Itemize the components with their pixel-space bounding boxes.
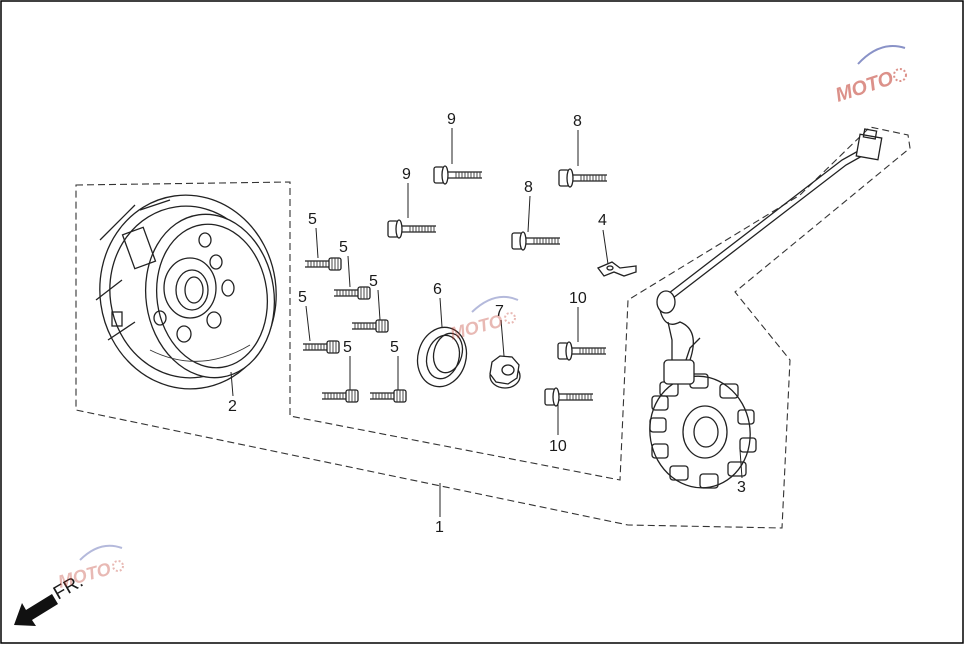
watermark-text: MOTO: [833, 67, 897, 106]
wire-clamp[interactable]: [596, 261, 637, 277]
bolt-8b[interactable]: [511, 231, 561, 251]
callout-3: 3: [737, 479, 746, 496]
callout-8a: 8: [573, 113, 582, 130]
watermark-gear-icon: [893, 68, 907, 82]
bolt-10b[interactable]: [544, 387, 594, 407]
wire-harness: [656, 128, 883, 361]
callout-9a: 9: [447, 111, 456, 128]
assembly-dashed-outline: [75, 126, 911, 529]
flywheel-rotor[interactable]: [87, 184, 288, 401]
connector-plug: [855, 128, 883, 161]
callout-7: 7: [495, 303, 504, 320]
stator-coil[interactable]: [641, 321, 759, 496]
callout-6: 6: [433, 281, 442, 298]
callout-5d: 5: [298, 289, 307, 306]
callout-5c: 5: [369, 273, 378, 290]
bolt-9b[interactable]: [387, 219, 437, 239]
bolt-5f[interactable]: [369, 389, 407, 403]
callout-1: 1: [435, 519, 444, 536]
watermark-top-right: MOTO: [833, 45, 907, 107]
watermark-swoosh-icon: [857, 45, 906, 65]
bolt-10a[interactable]: [557, 341, 607, 361]
callout-2: 2: [228, 398, 237, 415]
bolt-8a[interactable]: [558, 168, 608, 188]
leader-lines: [230, 128, 743, 517]
watermark-swoosh-icon: [471, 296, 519, 313]
watermark-gear-icon: [504, 312, 516, 324]
watermark-center: MOTO: [448, 296, 519, 344]
callout-10b: 10: [549, 438, 567, 455]
watermark-swoosh-icon: [79, 544, 123, 561]
oil-seal[interactable]: [411, 322, 473, 392]
watermark-text: MOTO: [448, 311, 505, 344]
bolt-5e[interactable]: [321, 389, 359, 403]
callout-labels: 1 2 3 4 5 5 5 5 5 5 6 7 8 8 9 9 10 10: [228, 111, 746, 536]
callout-10a: 10: [569, 290, 587, 307]
callout-9b: 9: [402, 166, 411, 183]
callout-5e: 5: [343, 339, 352, 356]
flange-nut[interactable]: [489, 355, 521, 389]
bolt-5a[interactable]: [304, 257, 342, 271]
bolt-5d[interactable]: [302, 340, 340, 354]
bolt-9a[interactable]: [433, 165, 483, 185]
callout-5b: 5: [339, 239, 348, 256]
watermark-gear-icon: [112, 560, 124, 572]
callout-5a: 5: [308, 211, 317, 228]
callout-4: 4: [598, 212, 607, 229]
callout-8b: 8: [524, 179, 533, 196]
callout-5f: 5: [390, 339, 399, 356]
bolt-5c[interactable]: [351, 319, 389, 333]
front-arrow-icon: [14, 594, 58, 626]
watermark-bottom-left: MOTO: [56, 544, 124, 592]
bolt-5b[interactable]: [333, 286, 371, 300]
